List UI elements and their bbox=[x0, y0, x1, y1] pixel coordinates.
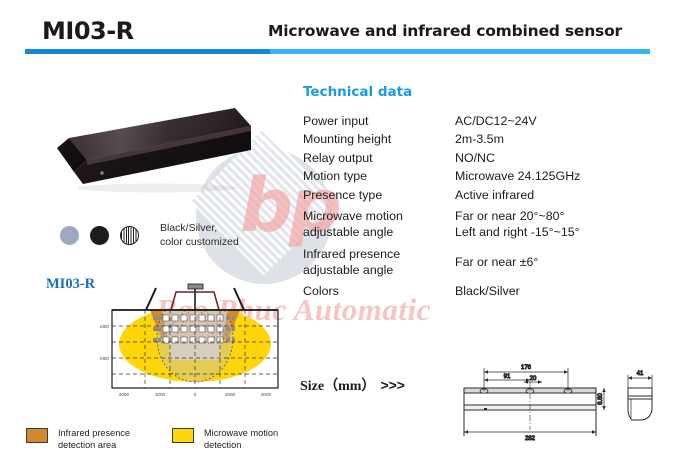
detection-cells bbox=[153, 314, 235, 344]
swatch-caption-line2: color customized bbox=[160, 235, 239, 248]
dimension-label-176: 176 bbox=[521, 365, 532, 371]
legend-label-microwave: Microwave motion detection bbox=[204, 428, 278, 452]
legend-label-line1: Infrared presence bbox=[58, 428, 131, 438]
spec-value-line2: Left and right -15°~15° bbox=[455, 225, 580, 240]
detection-pattern-diagram: 1000 2000 2000 1000 0 1000 2000 bbox=[100, 283, 279, 397]
spec-label: Microwave motion adjustable angle bbox=[303, 208, 455, 241]
x-axis-labels: 2000 1000 0 1000 2000 bbox=[119, 392, 272, 397]
dimension-label-height: 8.80 bbox=[598, 393, 604, 405]
spec-value: NO/NC bbox=[455, 150, 495, 165]
dimension-label-20: 20 bbox=[530, 376, 537, 382]
spec-label: Motion type bbox=[303, 169, 368, 184]
spec-label-line1: Infrared presence bbox=[303, 246, 401, 261]
legend-label-line2: detection bbox=[204, 439, 242, 450]
spec-row: Colors Black/Silver bbox=[303, 283, 668, 299]
spec-label: Colors bbox=[303, 284, 339, 299]
dimension-label-91: 91 bbox=[504, 374, 511, 380]
y-axis-labels: 1000 2000 bbox=[100, 324, 109, 361]
x-tick-label: 2000 bbox=[261, 392, 272, 397]
color-swatches: Black/Silver, color customized bbox=[60, 222, 239, 249]
size-label-text: Size（mm） bbox=[300, 379, 376, 394]
black-swatch bbox=[90, 226, 109, 246]
spec-value: 2m-3.5m bbox=[455, 132, 504, 147]
spec-row: Motion type Microwave 24.125GHz bbox=[303, 168, 668, 184]
spec-value-line1: Far or near 20°~80° bbox=[455, 208, 565, 223]
technical-drawing: 176 91 20 8.80 bbox=[463, 365, 653, 443]
header: MI03-R Microwave and infrared combined s… bbox=[0, 0, 674, 56]
x-tick-label: 1000 bbox=[155, 392, 166, 397]
dimension-label-41: 41 bbox=[637, 371, 644, 377]
swatch-caption: Black/Silver, color customized bbox=[160, 222, 239, 249]
legend-label-infrared: Infrared presence detection area bbox=[58, 428, 130, 452]
diagram-model-label: MI03-R bbox=[46, 276, 96, 292]
dimension-282 bbox=[464, 430, 596, 434]
dimension-20 bbox=[524, 380, 542, 384]
legend-item-microwave: Microwave motion detection bbox=[172, 428, 278, 452]
size-label: Size（mm） >>> bbox=[300, 375, 405, 395]
spec-label-line1: Microwave motion bbox=[303, 208, 403, 223]
legend: Infrared presence detection area Microwa… bbox=[26, 428, 278, 452]
x-tick-label: 0 bbox=[194, 392, 197, 397]
spec-value: Black/Silver bbox=[455, 284, 520, 299]
spec-label: Presence type bbox=[303, 187, 383, 202]
spec-row: Presence type Active infrared bbox=[303, 187, 668, 203]
spec-row: Mounting height 2m-3.5m bbox=[303, 131, 668, 147]
spec-row: Power input AC/DC12~24V bbox=[303, 113, 668, 129]
spec-label-line2: adjustable angle bbox=[303, 263, 394, 277]
spec-value: Far or near 20°~80° Left and right -15°~… bbox=[455, 208, 668, 241]
header-rule bbox=[25, 49, 650, 54]
spec-label: Mounting height bbox=[303, 132, 392, 147]
spec-value: Microwave 24.125GHz bbox=[455, 169, 581, 184]
dimension-height bbox=[602, 388, 606, 410]
spec-row: Infrared presence adjustable angle Far o… bbox=[303, 246, 668, 279]
silver-swatch bbox=[60, 226, 79, 246]
side-elevation bbox=[627, 387, 653, 421]
header-rule-left bbox=[25, 49, 270, 54]
grid bbox=[112, 310, 278, 388]
page-title: MI03-R bbox=[42, 17, 134, 45]
dimension-176 bbox=[483, 368, 569, 391]
header-subtitle: Microwave and infrared combined sensor bbox=[268, 22, 622, 40]
product-photo bbox=[57, 108, 251, 193]
x-tick-label: 2000 bbox=[119, 392, 130, 397]
technical-data-section: Technical data Power input AC/DC12~24V M… bbox=[303, 84, 668, 302]
spec-label: Power input bbox=[303, 114, 369, 128]
legend-swatch-infrared bbox=[26, 428, 48, 443]
spec-label: Infrared presence adjustable angle bbox=[303, 246, 455, 279]
technical-data-heading: Technical data bbox=[303, 84, 413, 100]
spec-row: Microwave motion adjustable angle Far or… bbox=[303, 208, 668, 241]
spec-label: Relay output bbox=[303, 150, 373, 165]
legend-item-infrared: Infrared presence detection area bbox=[26, 428, 130, 452]
legend-label-line2: detection area bbox=[58, 439, 117, 450]
header-rule-right bbox=[270, 49, 650, 54]
legend-label-line1: Microwave motion bbox=[204, 428, 279, 438]
spec-label-line2: adjustable angle bbox=[303, 225, 394, 240]
x-tick-label: 1000 bbox=[225, 392, 236, 397]
spec-value: Active infrared bbox=[455, 187, 535, 202]
legend-swatch-microwave bbox=[172, 428, 195, 443]
y-tick-label: 1000 bbox=[100, 324, 109, 329]
y-tick-label: 2000 bbox=[100, 356, 109, 361]
swatch-caption-line1: Black/Silver, bbox=[160, 222, 218, 234]
dimension-41 bbox=[627, 375, 653, 388]
size-chevrons: >>> bbox=[380, 377, 405, 393]
custom-hatched-swatch bbox=[120, 226, 139, 246]
spec-value: AC/DC12~24V bbox=[455, 114, 537, 128]
sensor-mount bbox=[145, 283, 245, 311]
spec-row: Relay output NO/NC bbox=[303, 150, 668, 166]
spec-value: Far or near ±6° bbox=[455, 254, 539, 269]
dimension-label-282: 282 bbox=[525, 436, 536, 442]
